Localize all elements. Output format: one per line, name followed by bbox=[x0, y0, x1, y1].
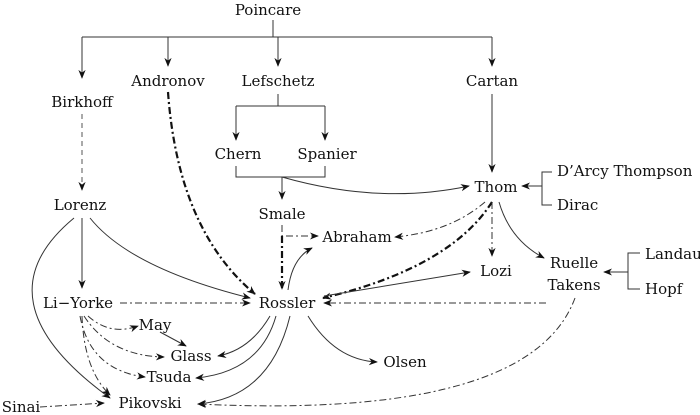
edge-darcy-dirac-bracket bbox=[533, 171, 552, 206]
node-cartan: Cartan bbox=[466, 72, 519, 90]
node-li-yorke: Li−Yorke bbox=[43, 294, 113, 312]
node-may: May bbox=[139, 316, 172, 334]
node-thom: Thom bbox=[475, 178, 518, 196]
edge-sinai-pikovski bbox=[39, 399, 105, 408]
edge-liyorke-may bbox=[87, 315, 139, 333]
node-olsen: Olsen bbox=[383, 353, 427, 371]
edge-liyorke-tsuda bbox=[79, 315, 146, 380]
node-glass: Glass bbox=[170, 347, 211, 365]
node-andronov: Andronov bbox=[130, 72, 205, 90]
node-sinai: Sinai bbox=[2, 398, 41, 415]
edge-lorenz-rossler bbox=[89, 217, 251, 300]
edge-rossler-pikovski bbox=[197, 315, 291, 407]
edge-chern-spanier-bracket bbox=[235, 166, 326, 178]
node-rossler: Rossler bbox=[259, 294, 316, 312]
node-darcy-thompson: D’Arcy Thompson bbox=[557, 162, 693, 180]
node-tsuda: Tsuda bbox=[147, 368, 192, 386]
edge-lorenz-pikovski bbox=[31, 217, 111, 399]
node-chern: Chern bbox=[215, 145, 262, 163]
edge-bracket-thom bbox=[281, 176, 470, 195]
edge-takens-pikovski bbox=[197, 297, 576, 408]
edge-lefschetz-tree bbox=[236, 94, 325, 107]
node-lefschetz: Lefschetz bbox=[242, 72, 315, 90]
edge-poincare-tree bbox=[82, 20, 492, 38]
node-dirac: Dirac bbox=[557, 196, 598, 214]
edge-thom-rossler bbox=[322, 201, 493, 300]
node-landau: Landau bbox=[645, 245, 700, 263]
node-birkhoff: Birkhoff bbox=[51, 93, 114, 111]
edge-rossler-olsen bbox=[307, 315, 378, 366]
node-poincare: Poincare bbox=[235, 1, 301, 19]
node-takens: Takens bbox=[547, 276, 600, 294]
edge-liyorke-pikovski bbox=[81, 315, 111, 396]
edge-thom-ruelle bbox=[498, 201, 545, 259]
edge-rossler-abraham bbox=[287, 247, 313, 291]
edge-rossler-glass bbox=[217, 315, 271, 359]
edge-andronov-rossler bbox=[166, 91, 256, 295]
edge-rossler-lozi bbox=[323, 269, 471, 297]
edge-may-glass bbox=[159, 331, 187, 347]
node-spanier: Spanier bbox=[297, 145, 357, 163]
node-lorenz: Lorenz bbox=[54, 196, 107, 214]
edge-liyorke-glass bbox=[83, 315, 165, 361]
edge-rossler-tsuda bbox=[195, 315, 277, 381]
edge-landau-hopf-bracket bbox=[616, 252, 640, 290]
edge-thom-abraham bbox=[394, 201, 486, 240]
node-abraham: Abraham bbox=[321, 228, 391, 246]
edge-smale-abraham bbox=[281, 225, 319, 240]
node-ruelle: Ruelle bbox=[550, 254, 598, 272]
node-lozi: Lozi bbox=[480, 262, 512, 280]
node-pikovski: Pikovski bbox=[118, 394, 181, 412]
node-hopf: Hopf bbox=[645, 280, 684, 298]
node-smale: Smale bbox=[258, 205, 305, 223]
